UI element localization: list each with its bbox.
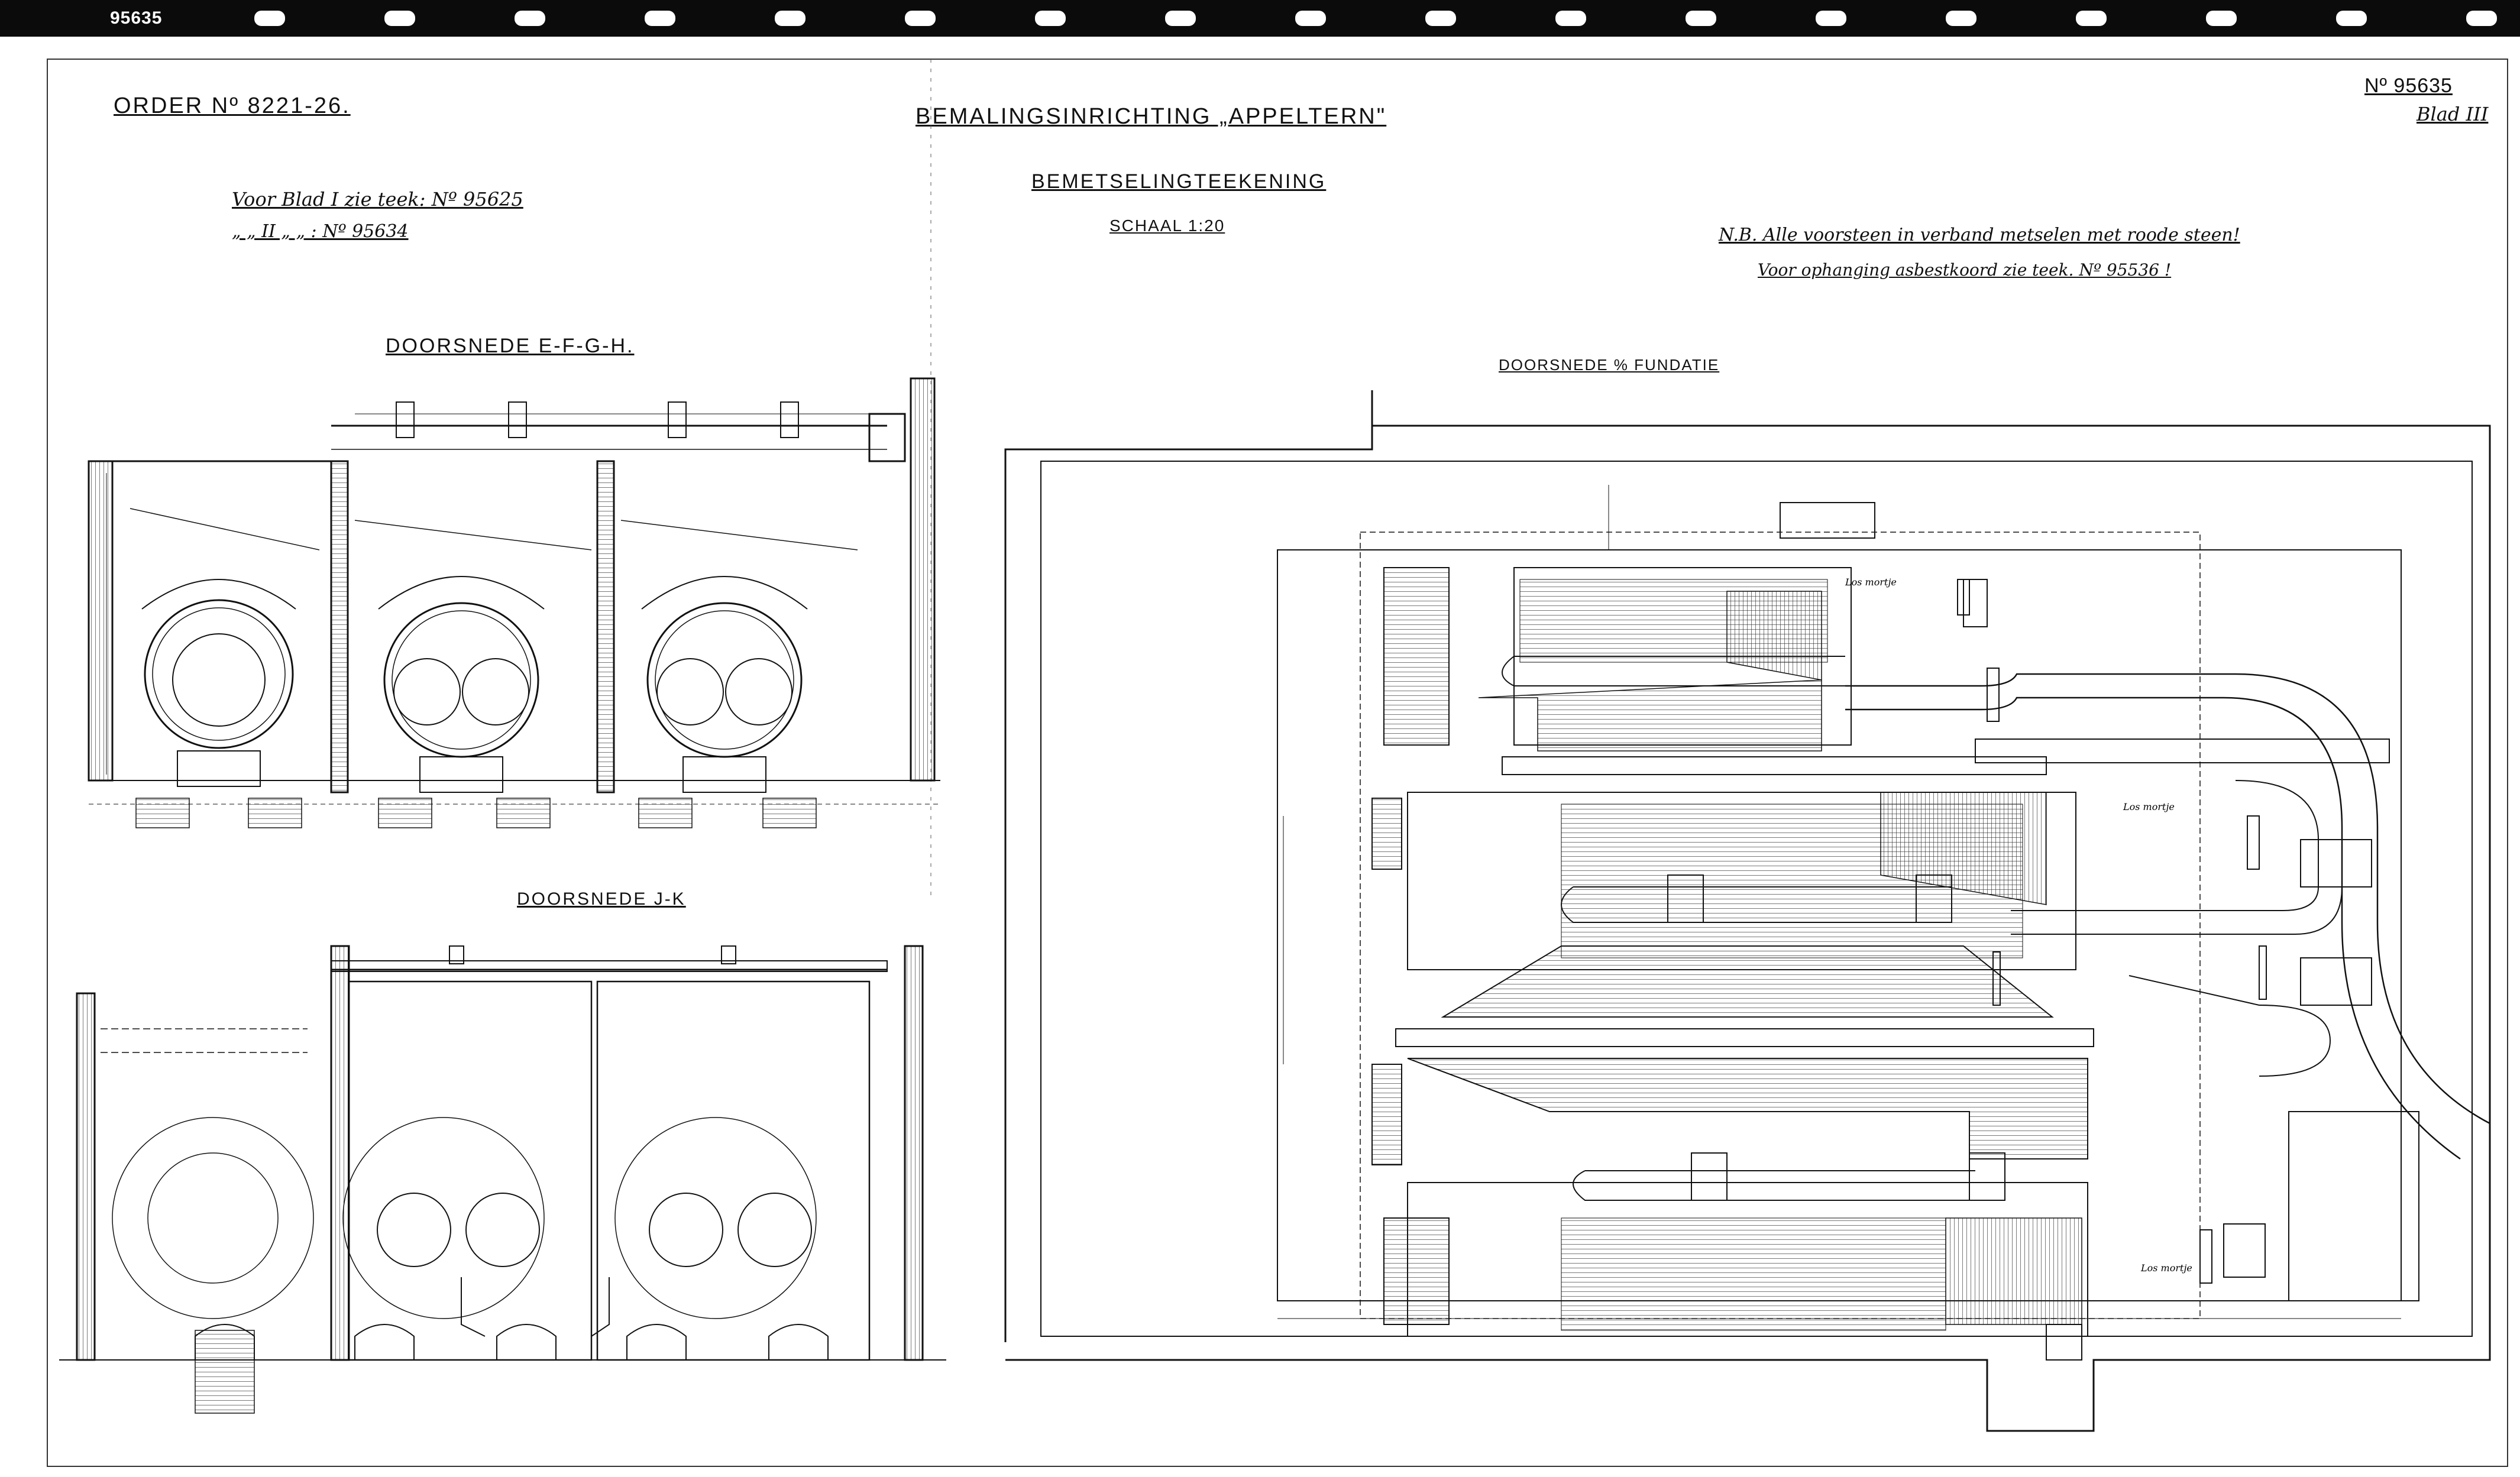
note-nb-2: Voor ophanging asbestkoord zie teek. Nº … (1758, 260, 2172, 280)
film-sprocket-holes (254, 11, 2497, 26)
sheet-border (47, 59, 2508, 1467)
section-jk (59, 945, 946, 1414)
section-title-fundatie: DOORSNEDE % FUNDATIE (1499, 356, 1720, 374)
drawing-title: BEMALINGSINRICHTING „APPELTERN" (916, 104, 1387, 129)
section-efgh (88, 377, 940, 828)
drawing-scale: SCHAAL 1:20 (1109, 216, 1225, 235)
reference-line-1: Voor Blad I zie teek: Nº 95625 (232, 188, 523, 210)
document-number: Nº 95635 (2364, 75, 2453, 97)
drawing-subtitle: BEMETSELINGTEEKENING (1031, 170, 1327, 193)
label-los-mortje-1: Los mortje (1845, 576, 1897, 588)
label-los-mortje-2: Los mortje (2123, 801, 2175, 812)
order-number: ORDER Nº 8221-26. (114, 93, 351, 118)
film-id: 95635 (110, 8, 163, 28)
section-title-jk: DOORSNEDE J-K (517, 889, 686, 909)
reference-line-2: „ „ II „ „ : Nº 95634 (232, 221, 409, 242)
section-title-efgh: DOORSNEDE E-F-G-H. (386, 335, 635, 357)
label-los-mortje-3: Los mortje (2140, 1262, 2192, 1274)
section-fundatie (1004, 390, 2491, 1432)
note-nb-1: N.B. Alle voorsteen in verband metselen … (1719, 225, 2240, 245)
sheet-label: Blad III (2417, 103, 2489, 125)
